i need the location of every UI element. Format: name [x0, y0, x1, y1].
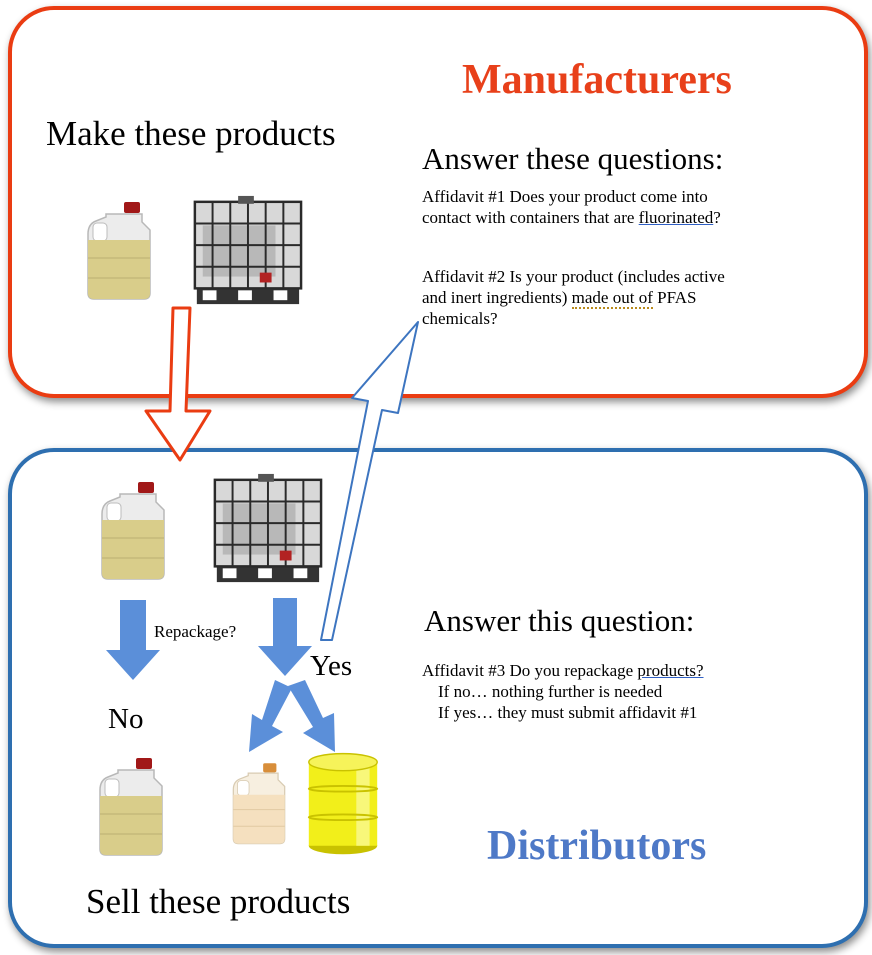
- yes-back-to-manufacturers-arrow: [320, 321, 419, 641]
- repackage-label: Repackage?: [154, 622, 237, 641]
- affidavit-3-line-1: Affidavit #3 Do you repackage products?: [422, 660, 704, 681]
- affidavit-2-line-3: chemicals?: [422, 309, 498, 328]
- affidavit-3-if-yes: If yes… they must submit affidavit #1: [438, 703, 698, 722]
- repackage-arrow: [258, 598, 312, 676]
- affidavit-2-line-2-prefix: and inert ingredients): [422, 288, 572, 307]
- affidavit-2-line-2: and inert ingredients) made out of PFAS: [422, 287, 725, 309]
- made-out-of-term: made out of: [571, 288, 653, 309]
- affidavit-3: Affidavit #3 Do you repackage products? …: [422, 660, 704, 723]
- affidavit-2: Affidavit #2 Is your product (includes a…: [422, 266, 725, 329]
- affidavit-1-line-2-prefix: contact with containers that are: [422, 208, 639, 227]
- affidavit-2-line-2-suffix: PFAS: [652, 288, 697, 307]
- manufacturers-question-heading: Answer these questions:: [422, 141, 724, 176]
- affidavit-1-line-2-suffix: ?: [713, 208, 721, 227]
- make-products-label: Make these products: [46, 114, 336, 153]
- distributors-title: Distributors: [487, 823, 707, 869]
- affidavit-3-if-no: If no… nothing further is needed: [438, 682, 663, 701]
- branch-right-arrow: [288, 680, 335, 752]
- affidavit-3-prefix: Affidavit #3 Do you repackage: [422, 661, 638, 680]
- manufacturers-to-distributors-arrow: [144, 306, 212, 462]
- fluorinated-term: fluorinated: [638, 208, 714, 227]
- yes-label: Yes: [310, 650, 353, 682]
- no-label: No: [108, 703, 144, 735]
- affidavit-1: Affidavit #1 Does your product come into…: [422, 186, 721, 228]
- products-term: products?: [637, 661, 704, 680]
- affidavit-1-line-1: Affidavit #1 Does your product come into: [422, 187, 708, 206]
- affidavit-2-line-1: Affidavit #2 Is your product (includes a…: [422, 267, 725, 286]
- distributors-question-heading: Answer this question:: [424, 603, 695, 638]
- sell-products-label: Sell these products: [86, 882, 351, 921]
- manufacturers-panel: [8, 6, 868, 398]
- no-arrow: [106, 600, 160, 680]
- branch-left-arrow: [249, 680, 292, 752]
- manufacturers-title: Manufacturers: [462, 57, 732, 103]
- affidavit-1-line-2: contact with containers that are fluorin…: [422, 207, 721, 228]
